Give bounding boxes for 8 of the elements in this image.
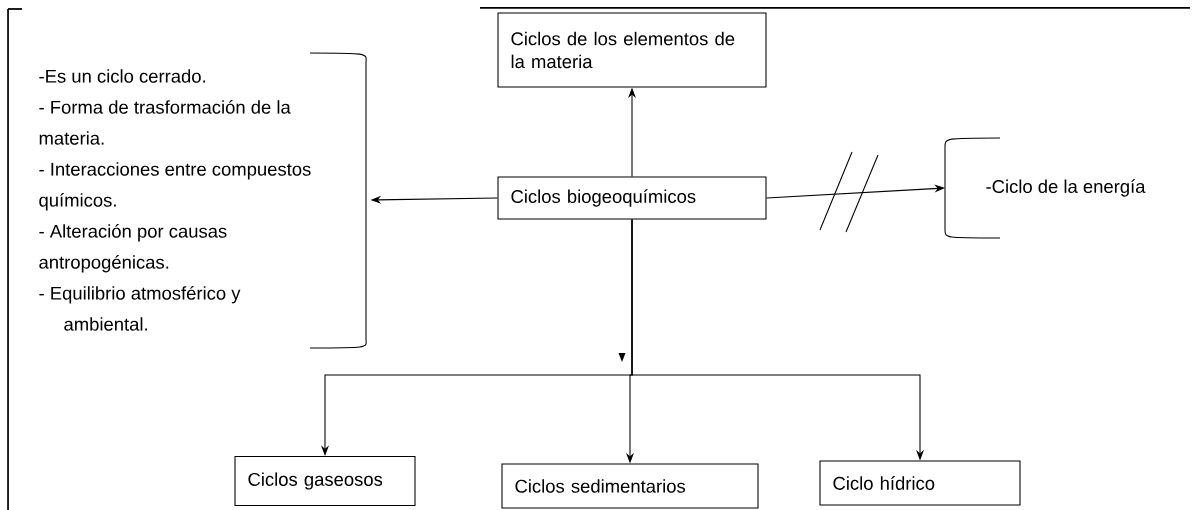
text-box: Ciclos gaseosos xyxy=(234,455,416,506)
bracketed-list: -Es un ciclo cerrado. - Forma de trasformación de la materia. - Interacciones entre compuestos químicos. - Alteración por causas antropogénicas. - Equilibrio atmosférico y ambiental. xyxy=(39,52,367,349)
text-box: Ciclos de los elementos de la materia xyxy=(497,12,767,88)
bracketed-text: -Ciclo de la energía xyxy=(944,137,1146,239)
text-box: Ciclo hídrico xyxy=(819,460,1021,506)
text-box: Ciclos biogeoquímicos xyxy=(497,176,767,220)
arrow xyxy=(766,184,945,199)
text-box: Ciclos sedimentarios xyxy=(501,463,759,509)
